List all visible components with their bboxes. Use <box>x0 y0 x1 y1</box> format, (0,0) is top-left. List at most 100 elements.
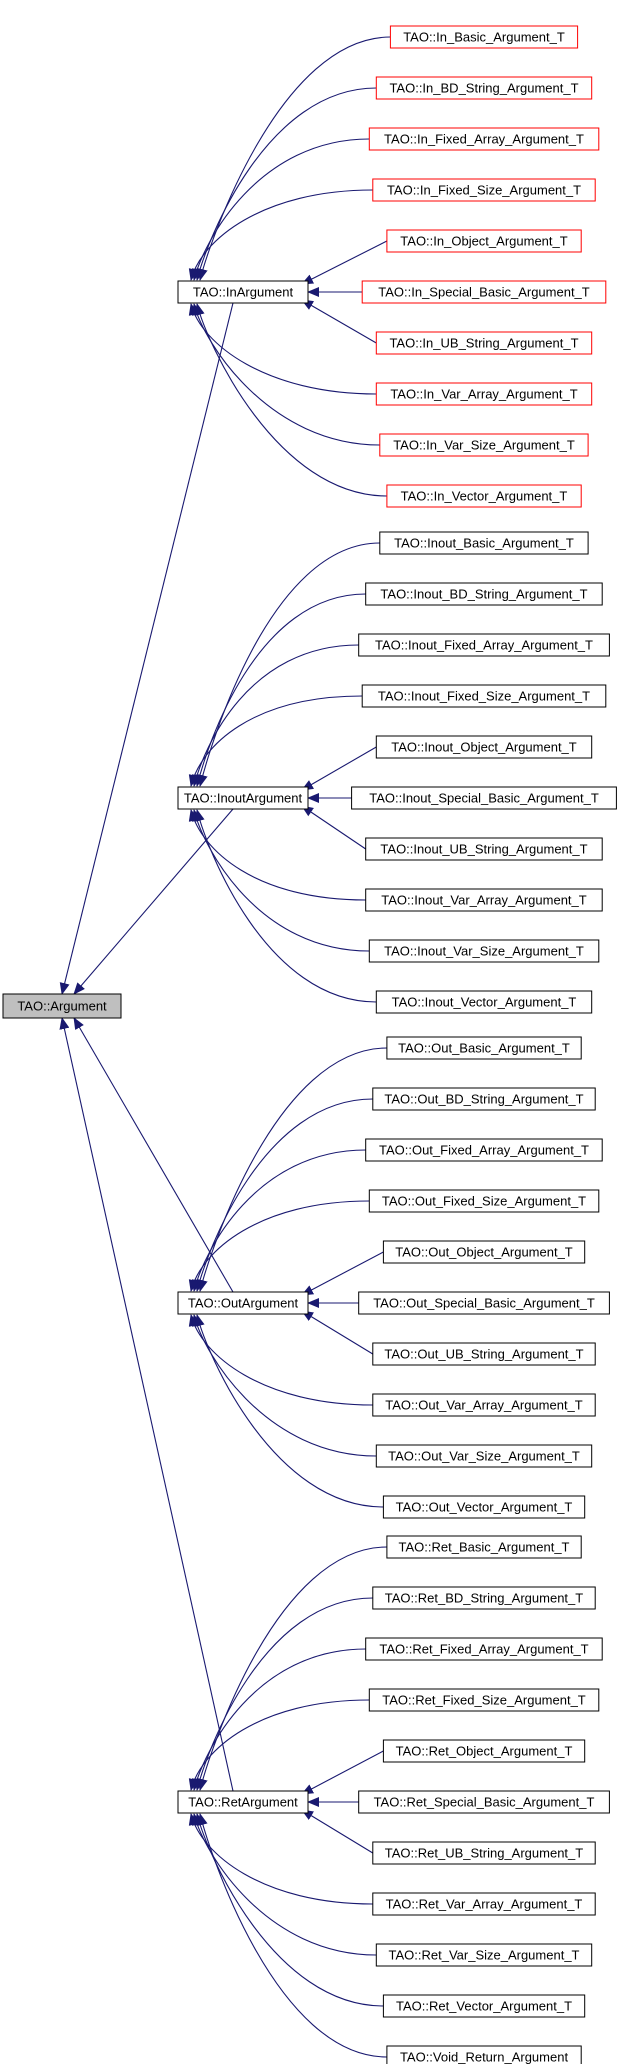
root-node-argument[interactable]: TAO::Argument <box>2 993 122 1019</box>
class-node-in-0-box <box>389 25 579 49</box>
group-node-inout[interactable]: TAO::InoutArgument <box>177 786 309 810</box>
class-node-in-6-label: TAO::In_UB_String_Argument_T <box>389 336 578 351</box>
edge-out-child-7 <box>188 1314 373 1406</box>
edge-ret-child-10 <box>197 1813 387 2058</box>
edge-ret-child-8 <box>191 1813 377 1956</box>
class-node-ret-8-box <box>375 1943 593 1967</box>
inheritance-edges <box>59 36 391 2058</box>
class-node-in-8-box <box>379 433 589 457</box>
class-node-inout-2[interactable]: TAO::Inout_Fixed_Array_Argument_T <box>358 633 610 657</box>
edge-out-child-1 <box>194 1098 373 1292</box>
class-node-inout-1[interactable]: TAO::Inout_BD_String_Argument_T <box>365 582 603 606</box>
group-node-ret-box <box>177 1790 309 1814</box>
class-node-inout-3-box <box>361 684 607 708</box>
class-node-out-5-box <box>358 1291 610 1315</box>
class-node-ret-8[interactable]: TAO::Ret_Var_Size_Argument_T <box>375 1943 593 1967</box>
class-node-in-8[interactable]: TAO::In_Var_Size_Argument_T <box>379 433 589 457</box>
class-node-out-8[interactable]: TAO::Out_Var_Size_Argument_T <box>375 1444 593 1468</box>
class-node-ret-1[interactable]: TAO::Ret_BD_String_Argument_T <box>372 1586 596 1610</box>
edge-out-child-4 <box>301 1251 384 1296</box>
edge-inout-child-4 <box>301 746 377 791</box>
class-node-inout-4-box <box>375 735 593 759</box>
class-node-inout-3[interactable]: TAO::Inout_Fixed_Size_Argument_T <box>361 684 607 708</box>
class-node-ret-2-label: TAO::Ret_Fixed_Array_Argument_T <box>379 1642 588 1657</box>
class-node-ret-4[interactable]: TAO::Ret_Object_Argument_T <box>382 1739 586 1763</box>
class-node-out-7[interactable]: TAO::Out_Var_Array_Argument_T <box>372 1393 596 1417</box>
class-node-ret-7-box <box>372 1892 596 1916</box>
edge-in-child-2 <box>191 138 370 281</box>
root-node-argument-box <box>2 993 122 1019</box>
class-node-inout-4[interactable]: TAO::Inout_Object_Argument_T <box>375 735 593 759</box>
class-node-inout-5[interactable]: TAO::Inout_Special_Basic_Argument_T <box>351 786 617 810</box>
edge-inout-child-9 <box>194 809 377 1003</box>
edge-in-child-9 <box>194 303 387 497</box>
class-node-in-7-label: TAO::In_Var_Array_Argument_T <box>390 387 577 402</box>
class-node-inout-5-box <box>351 786 617 810</box>
class-node-out-8-label: TAO::Out_Var_Size_Argument_T <box>388 1449 580 1464</box>
class-node-inout-2-box <box>358 633 610 657</box>
class-node-ret-3[interactable]: TAO::Ret_Fixed_Size_Argument_T <box>368 1688 600 1712</box>
class-node-out-8-box <box>375 1444 593 1468</box>
class-node-ret-7[interactable]: TAO::Ret_Var_Array_Argument_T <box>372 1892 596 1916</box>
class-node-out-6[interactable]: TAO::Out_UB_String_Argument_T <box>372 1342 596 1366</box>
edge-in-to-root <box>59 302 234 995</box>
class-node-out-2[interactable]: TAO::Out_Fixed_Array_Argument_T <box>365 1138 603 1162</box>
group-node-in[interactable]: TAO::InArgument <box>177 280 309 304</box>
class-node-out-5[interactable]: TAO::Out_Special_Basic_Argument_T <box>358 1291 610 1315</box>
class-node-in-0[interactable]: TAO::In_Basic_Argument_T <box>389 25 579 49</box>
class-node-inout-7-label: TAO::Inout_Var_Array_Argument_T <box>381 893 587 908</box>
class-node-in-3[interactable]: TAO::In_Fixed_Size_Argument_T <box>372 178 596 202</box>
edge-inout-child-7 <box>188 809 366 901</box>
class-node-inout-6[interactable]: TAO::Inout_UB_String_Argument_T <box>365 837 603 861</box>
class-node-inout-9[interactable]: TAO::Inout_Vector_Argument_T <box>375 990 593 1014</box>
edge-in-child-8 <box>191 303 380 446</box>
group-node-out[interactable]: TAO::OutArgument <box>177 1291 309 1315</box>
edge-in-child-7 <box>188 303 377 395</box>
class-node-in-6[interactable]: TAO::In_UB_String_Argument_T <box>375 331 593 355</box>
class-node-ret-9[interactable]: TAO::Ret_Vector_Argument_T <box>382 1994 586 2018</box>
class-node-ret-5[interactable]: TAO::Ret_Special_Basic_Argument_T <box>358 1790 610 1814</box>
class-node-ret-2[interactable]: TAO::Ret_Fixed_Array_Argument_T <box>365 1637 603 1661</box>
group-node-ret[interactable]: TAO::RetArgument <box>177 1790 309 1814</box>
class-node-in-3-label: TAO::In_Fixed_Size_Argument_T <box>387 183 581 198</box>
class-node-inout-8-label: TAO::Inout_Var_Size_Argument_T <box>384 944 584 959</box>
class-node-in-1[interactable]: TAO::In_BD_String_Argument_T <box>375 76 593 100</box>
class-node-in-4[interactable]: TAO::In_Object_Argument_T <box>386 229 582 253</box>
class-node-ret-3-label: TAO::Ret_Fixed_Size_Argument_T <box>382 1693 586 1708</box>
class-node-out-6-box <box>372 1342 596 1366</box>
class-node-ret-9-label: TAO::Ret_Vector_Argument_T <box>396 1999 572 2014</box>
edge-out-child-2 <box>191 1149 366 1292</box>
class-node-in-8-label: TAO::In_Var_Size_Argument_T <box>393 438 575 453</box>
class-node-inout-7[interactable]: TAO::Inout_Var_Array_Argument_T <box>365 888 603 912</box>
class-node-ret-1-box <box>372 1586 596 1610</box>
class-node-in-5-label: TAO::In_Special_Basic_Argument_T <box>378 285 590 300</box>
class-node-out-4[interactable]: TAO::Out_Object_Argument_T <box>382 1240 586 1264</box>
class-node-ret-10[interactable]: TAO::Void_Return_Argument <box>386 2045 582 2064</box>
class-node-out-3[interactable]: TAO::Out_Fixed_Size_Argument_T <box>368 1189 600 1213</box>
edge-ret-child-3 <box>188 1699 370 1791</box>
class-node-ret-6-label: TAO::Ret_UB_String_Argument_T <box>385 1846 584 1861</box>
class-node-ret-0[interactable]: TAO::Ret_Basic_Argument_T <box>386 1535 582 1559</box>
class-node-inout-0[interactable]: TAO::Inout_Basic_Argument_T <box>379 531 589 555</box>
class-node-inout-4-label: TAO::Inout_Object_Argument_T <box>391 740 577 755</box>
class-node-in-9[interactable]: TAO::In_Vector_Argument_T <box>386 484 582 508</box>
class-node-out-9[interactable]: TAO::Out_Vector_Argument_T <box>382 1495 586 1519</box>
class-node-ret-6[interactable]: TAO::Ret_UB_String_Argument_T <box>372 1841 596 1865</box>
class-node-in-7[interactable]: TAO::In_Var_Array_Argument_T <box>375 382 593 406</box>
edge-inout-child-1 <box>194 593 366 787</box>
class-node-ret-10-box <box>386 2045 582 2064</box>
class-node-out-1[interactable]: TAO::Out_BD_String_Argument_T <box>372 1087 596 1111</box>
class-node-in-2-label: TAO::In_Fixed_Array_Argument_T <box>384 132 584 147</box>
class-node-out-2-box <box>365 1138 603 1162</box>
class-node-out-0[interactable]: TAO::Out_Basic_Argument_T <box>386 1036 582 1060</box>
class-node-in-5[interactable]: TAO::In_Special_Basic_Argument_T <box>361 280 607 304</box>
class-node-ret-5-label: TAO::Ret_Special_Basic_Argument_T <box>374 1795 595 1810</box>
class-node-ret-5-box <box>358 1790 610 1814</box>
class-node-in-7-box <box>375 382 593 406</box>
group-node-in-box <box>177 280 309 304</box>
class-node-in-2[interactable]: TAO::In_Fixed_Array_Argument_T <box>368 127 600 151</box>
class-node-inout-8[interactable]: TAO::Inout_Var_Size_Argument_T <box>368 939 600 963</box>
class-node-ret-4-label: TAO::Ret_Object_Argument_T <box>396 1744 573 1759</box>
edge-ret-child-2 <box>191 1648 366 1791</box>
edge-ret-child-1 <box>194 1597 373 1791</box>
